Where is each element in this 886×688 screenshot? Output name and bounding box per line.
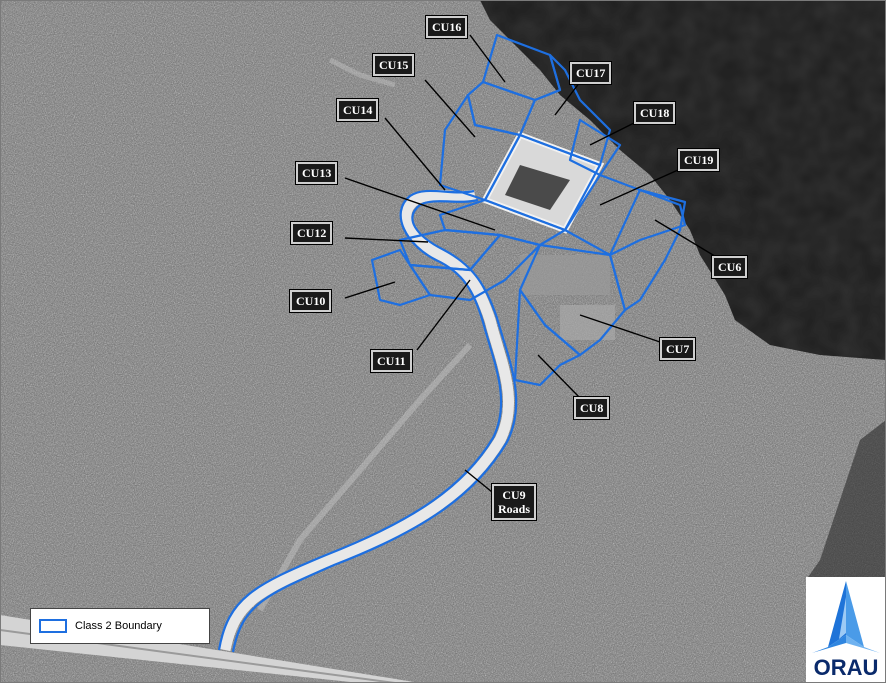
- legend-label: Class 2 Boundary: [75, 620, 162, 632]
- label-cu12: CU12: [289, 221, 334, 245]
- orau-logo: ORAU: [806, 577, 886, 683]
- label-cu18: CU18: [632, 101, 677, 125]
- label-cu8: CU8: [572, 396, 611, 420]
- label-cu7: CU7: [658, 337, 697, 361]
- label-cu11: CU11: [370, 349, 413, 373]
- label-cu9: CU9: [502, 488, 526, 502]
- label-roads: Roads: [498, 502, 531, 516]
- label-cu17: CU17: [568, 61, 613, 85]
- south-shore-water: [806, 420, 886, 580]
- track-west: [257, 342, 473, 612]
- label-cu9-roads: CU9 Roads: [490, 483, 538, 521]
- label-cu16: CU16: [424, 15, 469, 39]
- clearing-se: [560, 305, 615, 340]
- label-cu15: CU15: [371, 53, 416, 77]
- access-road: [219, 189, 515, 652]
- label-cu13: CU13: [294, 161, 339, 185]
- clearing-east: [520, 255, 610, 295]
- orau-logo-text: ORAU: [813, 655, 879, 680]
- orau-logo-mark: [812, 581, 880, 653]
- class2-boundaries: [217, 33, 687, 653]
- label-cu6: CU6: [710, 255, 749, 279]
- label-cu19: CU19: [676, 148, 721, 172]
- map-legend: Class 2 Boundary: [30, 608, 210, 644]
- label-cu10: CU10: [288, 289, 333, 313]
- track-north: [328, 57, 396, 88]
- label-cu14: CU14: [335, 98, 380, 122]
- main-building: [505, 165, 570, 210]
- legend-boundary-swatch: [39, 619, 67, 633]
- leader-lines: [344, 34, 719, 493]
